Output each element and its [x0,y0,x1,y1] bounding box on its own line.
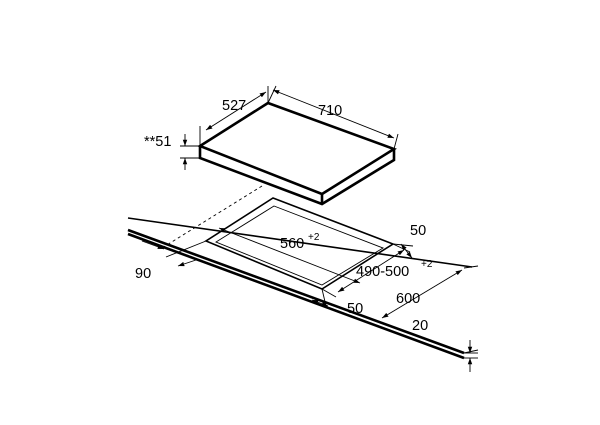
hob-top-surface [197,101,397,196]
label-490-500: 490-500 [356,264,409,280]
label-50-rear: 50 [410,223,426,239]
worktop-front-edge-lower [127,232,465,360]
dim-hob-height: **51 [144,134,200,170]
label-710: 710 [318,103,342,119]
projection-dashed-line [161,185,263,249]
dim-worktop-depth: 600 [381,265,479,354]
dim-side-clearance: 90 [135,240,207,282]
dim-hob-width: 710 [267,85,399,150]
label-560: 560 [280,236,304,252]
worktop-front-edge [127,228,465,355]
label-490-500-tol: +2 [421,259,433,270]
dim-front-clearance: 50 [311,288,363,317]
label-560-tol: +2 [308,232,320,243]
label-90: 90 [135,266,151,282]
dim-cutout-width: 560 +2 [218,227,361,284]
dim-worktop-thickness: 20 [412,318,478,372]
dim-rear-clearance: 50 [392,223,426,259]
hob-base-edge [198,146,396,206]
dim-hob-depth: 527 [199,86,269,146]
label-20: 20 [412,318,428,334]
label-51: **51 [144,134,171,150]
label-527: 527 [222,98,246,114]
hob [197,101,397,206]
dim-cutout-depth: 490-500 +2 [321,243,433,298]
label-50-front: 50 [347,301,363,317]
label-600: 600 [396,291,420,307]
